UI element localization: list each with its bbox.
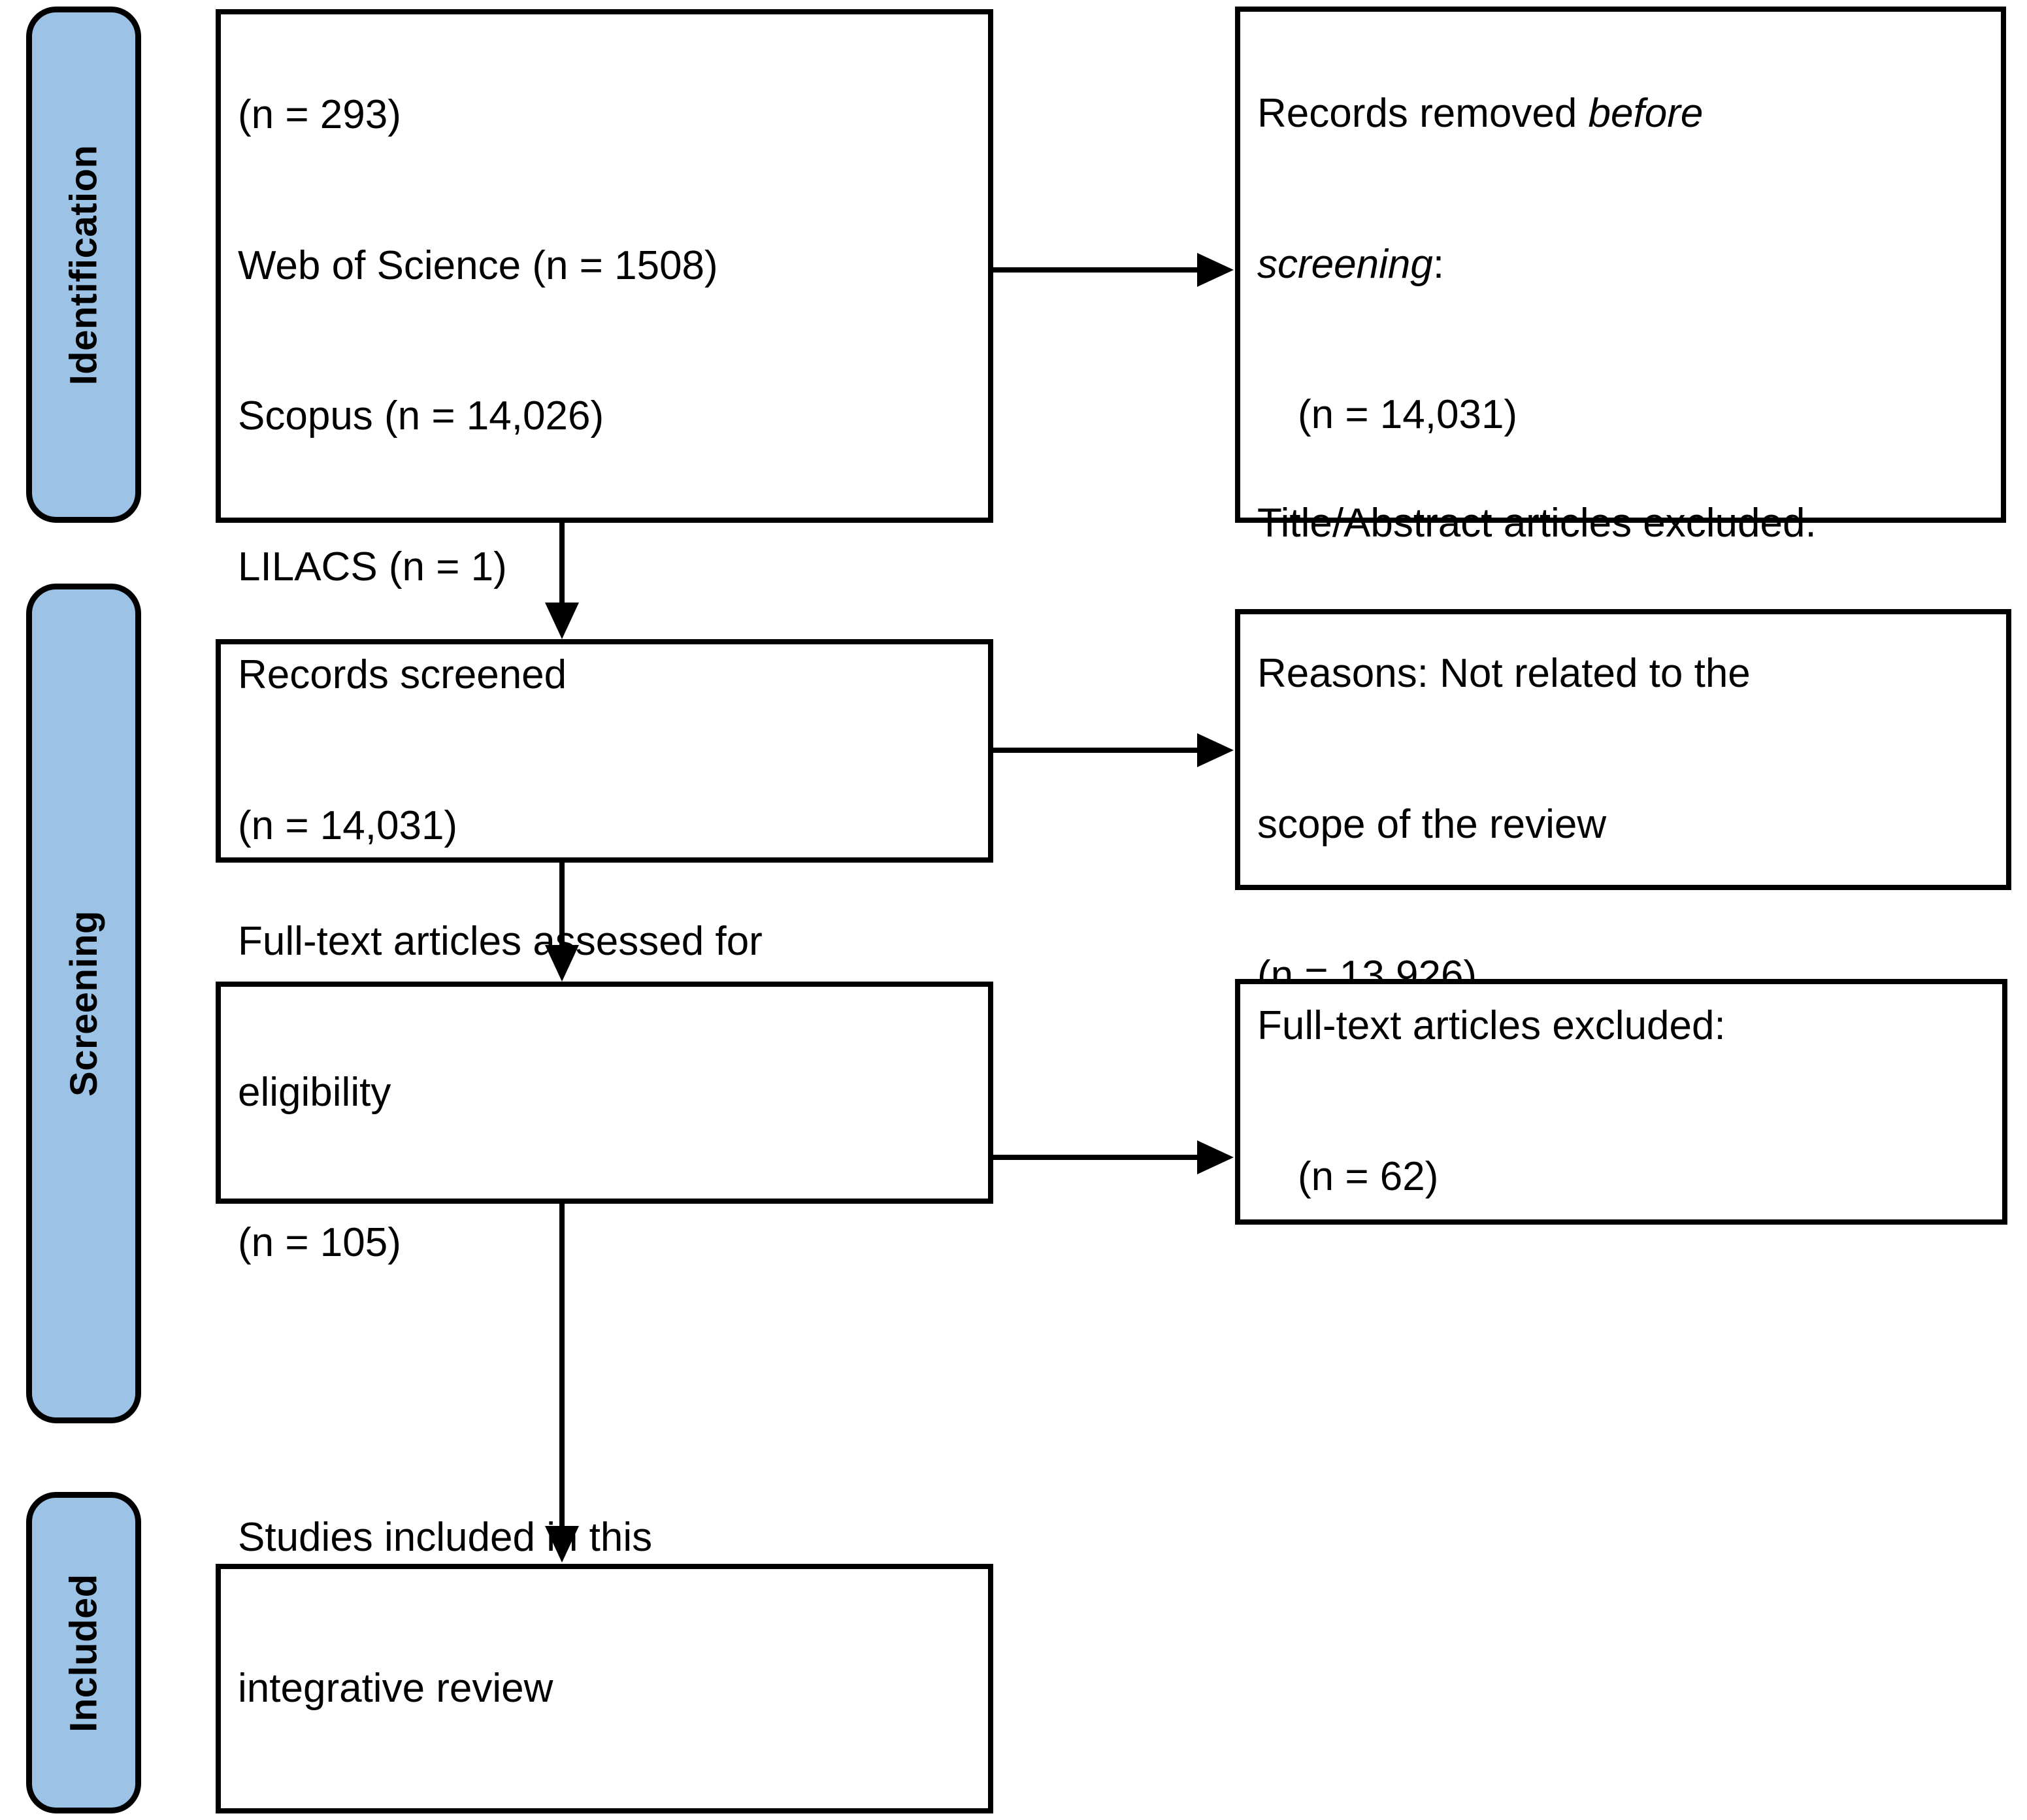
connector-screened-to-fulltext [559, 863, 565, 946]
records-screened-text: Records screened (n = 14,031) [221, 550, 988, 952]
fulltext-excluded-line-1: Full-text articles excluded: [1257, 1003, 1726, 1049]
box-records-screened: Records screened (n = 14,031) [216, 639, 993, 863]
box-fulltext-excluded: Full-text articles excluded: (n = 62) [1235, 979, 2007, 1225]
stage-label-identification: Identification [62, 144, 105, 385]
studies-included-line-1: Studies included in this [238, 1514, 653, 1560]
connector-fulltext-to-fulltext-excluded [993, 1155, 1200, 1160]
connector-screened-to-title-abstract-excluded [993, 748, 1200, 753]
arrowhead-identified-to-screened [545, 603, 579, 639]
stage-pill-included: Included [26, 1492, 141, 1813]
studies-included-line-3: (n = 43) [238, 1814, 971, 1820]
records-removed-line-3: (n = 14,031) [1298, 392, 1518, 438]
arrowhead-fulltext-to-fulltext-excluded [1197, 1140, 1234, 1174]
records-removed-text: Records removed before screening: (n = 1… [1240, 0, 2001, 541]
box-fulltext-assessed: Full-text articles assessed for eligibil… [216, 919, 993, 1265]
records-screened-line-1: Records screened [238, 652, 567, 698]
stage-pill-screening: Screening [26, 584, 141, 1423]
fulltext-excluded-text: Full-text articles excluded: (n = 62) [1240, 901, 2002, 1303]
records-identified-line-5: Scopus (n = 14,026) [238, 393, 604, 439]
stage-pill-identification: Identification [26, 7, 141, 523]
box-title-abstract-excluded: Title/Abstract articles excluded. Reason… [1235, 501, 2011, 998]
studies-included-line-2: integrative review [238, 1665, 553, 1711]
box-records-removed: Records removed before screening: (n = 1… [1235, 7, 2006, 523]
title-abstract-excluded-line-3: scope of the review [1257, 801, 1607, 847]
records-screened-line-2: (n = 14,031) [238, 802, 458, 848]
records-identified-line-3: (n = 293) [238, 91, 401, 137]
title-abstract-excluded-line-2: Reasons: Not related to the [1257, 651, 1751, 697]
fulltext-assessed-text: Full-text articles assessed for eligibil… [221, 816, 988, 1369]
box-studies-included: Studies included in this integrative rev… [216, 1515, 993, 1820]
fulltext-assessed-line-2: eligibility [238, 1069, 391, 1115]
arrowhead-screened-to-fulltext [545, 945, 579, 982]
fulltext-excluded-line-2: (n = 62) [1298, 1153, 1439, 1199]
box-records-identified: Records identified: MEDLINE (via PubMed)… [216, 9, 993, 740]
fulltext-assessed-line-3: (n = 105) [238, 1220, 401, 1266]
fulltext-assessed-line-1: Full-text articles assessed for [238, 918, 763, 964]
records-removed-line-2: screening: [1257, 241, 1445, 287]
connector-identified-to-removed [993, 267, 1200, 273]
arrowhead-fulltext-to-included [545, 1526, 579, 1563]
connector-identified-to-screened [559, 523, 565, 605]
studies-included-text: Studies included in this integrative rev… [221, 1412, 988, 1820]
arrowhead-identified-to-removed [1197, 253, 1234, 287]
stage-label-included: Included [62, 1573, 105, 1732]
connector-fulltext-to-included [559, 1204, 565, 1527]
title-abstract-excluded-line-1: Title/Abstract articles excluded. [1257, 500, 1817, 546]
records-removed-line-1: Records removed before [1257, 90, 1704, 136]
stage-label-screening: Screening [62, 910, 105, 1097]
arrowhead-screened-to-title-abstract-excluded [1197, 733, 1234, 767]
records-identified-line-6: LILACS (n = 1) [238, 544, 507, 589]
records-identified-line-4: Web of Science (n = 1508) [238, 242, 718, 288]
title-abstract-excluded-text: Title/Abstract articles excluded. Reason… [1240, 398, 2006, 1101]
